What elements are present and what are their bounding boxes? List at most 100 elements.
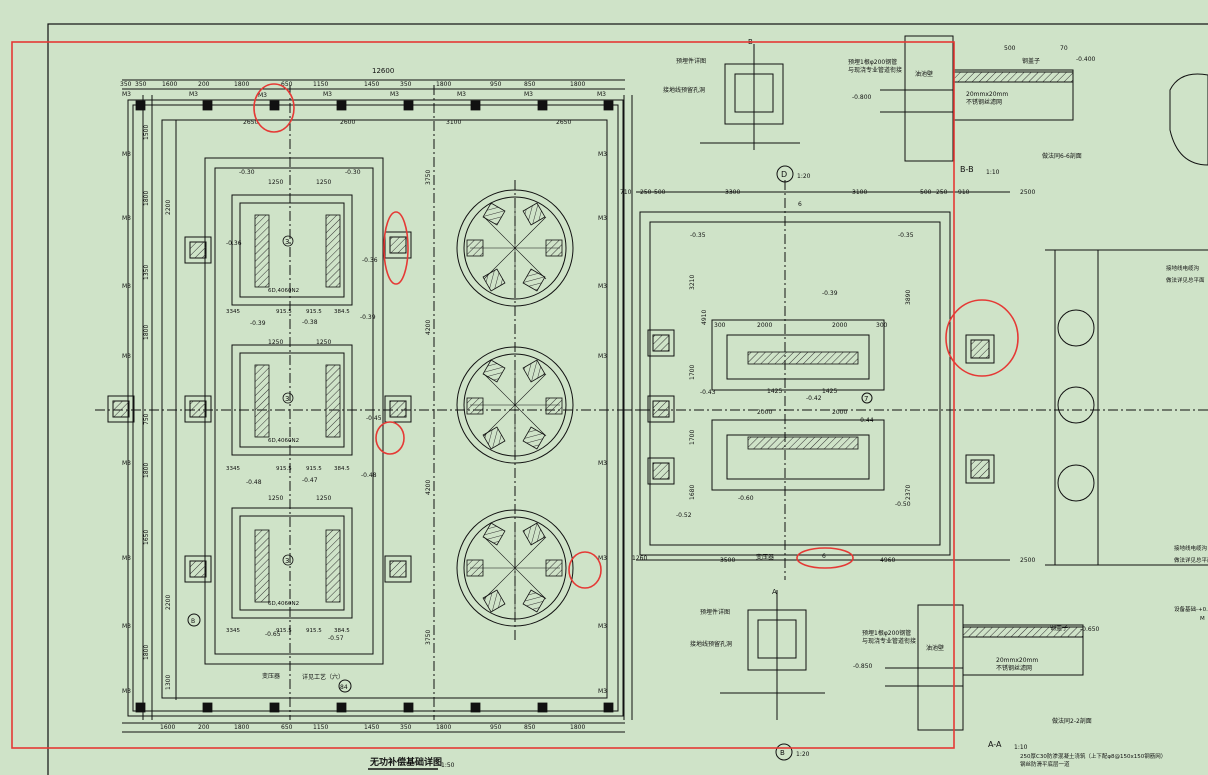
svg-text:-0.39: -0.39 — [360, 314, 376, 321]
svg-text:500: 500 — [654, 189, 666, 196]
svg-text:3: 3 — [285, 395, 289, 403]
svg-text:1800: 1800 — [570, 724, 585, 731]
svg-text:M3: M3 — [122, 215, 131, 222]
detail-d-letter: D — [781, 170, 787, 179]
svg-text:850: 850 — [524, 81, 536, 88]
svg-text:650: 650 — [281, 724, 293, 731]
bb-level: -0.400 — [1076, 56, 1096, 63]
svg-text:3100: 3100 — [852, 189, 867, 196]
svg-text:M3: M3 — [598, 623, 607, 630]
overall-width: 12600 — [372, 67, 394, 75]
detail-d-hole: 接地线预留孔洞 — [663, 86, 705, 94]
svg-text:250: 250 — [640, 189, 652, 196]
pad-labels: 6D,4060N2 6D,4060N2 6D,4060N2 1250 1250 … — [226, 179, 350, 634]
svg-text:-0.57: -0.57 — [328, 635, 344, 642]
detail-a-letter: A — [772, 588, 777, 596]
svg-text:4960: 4960 — [880, 557, 895, 564]
svg-text:2650: 2650 — [243, 119, 258, 126]
svg-text:-0.43: -0.43 — [700, 389, 716, 396]
sheet-frame — [47, 23, 1208, 775]
svg-text:915.5: 915.5 — [306, 309, 322, 315]
svg-text:3210: 3210 — [689, 275, 696, 290]
svg-text:-0.35: -0.35 — [690, 232, 706, 239]
svg-text:3100: 3100 — [446, 119, 461, 126]
aa-pipe: 预埋1根φ200钢管 — [862, 629, 911, 637]
svg-text:1250: 1250 — [316, 339, 331, 346]
markup-right-pad — [945, 299, 1019, 377]
svg-text:-0.50: -0.50 — [895, 501, 911, 508]
pad-hatches — [254, 214, 341, 603]
svg-text:915.5: 915.5 — [276, 466, 292, 472]
detail-d — [700, 44, 800, 183]
aa-pipe2: 与现浇专业管道衔接 — [862, 637, 916, 645]
svg-text:1680: 1680 — [689, 485, 696, 500]
bb-scale: 1:10 — [986, 169, 1000, 176]
svg-text:M3: M3 — [598, 215, 607, 222]
bb-pipe2: 与现浇专业管道衔接 — [848, 66, 902, 74]
svg-text:350: 350 — [120, 81, 132, 88]
svg-text:M3: M3 — [598, 688, 607, 695]
svg-text:设备基础-+0.000: 设备基础-+0.000 — [1174, 605, 1208, 613]
bb-pipe: 预埋1根φ200钢管 — [848, 58, 897, 66]
detail-bottom-b: B — [780, 749, 785, 757]
svg-text:850: 850 — [524, 724, 536, 731]
svg-text:250: 250 — [936, 189, 948, 196]
svg-text:M3: M3 — [122, 353, 131, 360]
svg-text:3300: 3300 — [725, 189, 740, 196]
svg-text:M3: M3 — [457, 91, 466, 98]
svg-text:1250: 1250 — [268, 339, 283, 346]
svg-text:1800: 1800 — [234, 724, 249, 731]
svg-text:1800: 1800 — [570, 81, 585, 88]
aa-section-ref: 做法同2-2剖面 — [1052, 717, 1092, 725]
svg-text:1700: 1700 — [689, 430, 696, 445]
svg-text:-0.45: -0.45 — [366, 415, 382, 422]
row2-dim-texts: 2650 2600 3100 2650 — [243, 119, 571, 126]
aa-cover: 钢盖子 — [1050, 624, 1068, 632]
bottom-note-2: 钢丝防滑平底层一道 — [1020, 760, 1070, 768]
svg-text:2500: 2500 — [1020, 189, 1035, 196]
aa-gap2: 不锈钢丝滤网 — [996, 664, 1032, 672]
svg-text:384.5: 384.5 — [334, 466, 350, 472]
svg-text:-0.35: -0.35 — [898, 232, 914, 239]
svg-text:做法详见总平面: 做法详见总平面 — [1166, 276, 1205, 284]
svg-text:2200: 2200 — [165, 595, 172, 610]
review-boundary — [11, 41, 955, 749]
svg-text:3750: 3750 — [425, 630, 432, 645]
svg-text:M3: M3 — [122, 283, 131, 290]
detail-b: B — [191, 618, 195, 625]
svg-text:915.5: 915.5 — [306, 628, 322, 634]
svg-text:1250: 1250 — [268, 179, 283, 186]
svg-text:1800: 1800 — [143, 325, 150, 340]
svg-text:1350: 1350 — [143, 265, 150, 280]
svg-text:2000: 2000 — [757, 322, 772, 329]
top-dim-texts: 350 350 1600 200 1800 650 1150 1450 350 … — [120, 81, 585, 88]
aa-title: A-A — [988, 740, 1002, 749]
svg-text:4910: 4910 — [701, 310, 708, 325]
svg-text:M3: M3 — [598, 460, 607, 467]
svg-text:-0.65: -0.65 — [265, 631, 281, 638]
svg-text:-0.42: -0.42 — [806, 395, 822, 402]
inner-dim-texts: 3750 4200 4200 3750 — [425, 170, 432, 645]
svg-text:3: 3 — [285, 557, 289, 565]
bb-section-ref: 做法同6-6剖面 — [1042, 152, 1082, 160]
svg-text:3345: 3345 — [226, 628, 240, 634]
bb-gap: 20mmx20mm — [966, 91, 1008, 98]
circular-foundations — [456, 189, 574, 627]
svg-text:1150: 1150 — [313, 724, 328, 731]
detail-d-scale: 1:20 — [797, 173, 811, 180]
svg-text:1600: 1600 — [160, 724, 175, 731]
right-plan-pads — [647, 329, 995, 485]
aa-wall: 油池壁 — [926, 644, 944, 652]
svg-text:-0.48: -0.48 — [246, 479, 262, 486]
svg-text:-0.52: -0.52 — [676, 512, 692, 519]
svg-text:750: 750 — [143, 413, 150, 425]
svg-text:-0.30: -0.30 — [345, 169, 361, 176]
left-dim-texts: 1500 1800 2200 1350 1800 750 1800 1650 2… — [143, 125, 172, 690]
svg-text:1600: 1600 — [162, 81, 177, 88]
svg-text:4200: 4200 — [425, 480, 432, 495]
circle-spokes — [470, 203, 560, 613]
svg-text:1800: 1800 — [143, 645, 150, 660]
transformer-label: 变压器 — [262, 672, 280, 680]
